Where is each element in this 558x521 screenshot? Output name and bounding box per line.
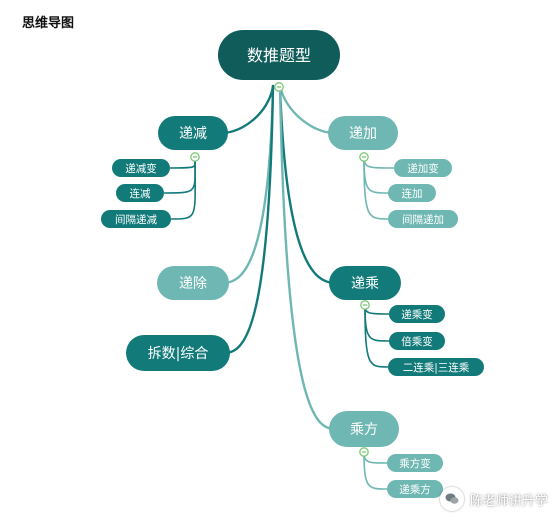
child-dijia-2-shape [388,210,458,228]
connector-dicheng-1 [364,304,390,342]
branch-chengfang: 乘方 [329,411,399,447]
collapse-toggle-dicheng[interactable] [360,300,370,310]
child-dicheng-2-shape [388,358,484,376]
branch-dichu-label: 递除 [179,276,207,292]
child-dijian-1: 连减 [116,184,164,202]
connector-chengfang-1 [363,451,388,490]
connector-chaishu [222,84,275,355]
child-dicheng-0-shape [389,305,445,323]
child-dijia-2-label: 间隔递加 [402,213,444,226]
watermark: 陈老师讲升学 [439,487,548,511]
child-dijia-0-label: 递加变 [407,162,439,175]
connector-dicheng-2 [364,304,389,368]
branch-dicheng-shape [329,266,401,300]
collapse-toggle-dijia[interactable] [359,152,369,162]
connector-dijian-2 [170,156,196,220]
child-chengfang-0: 乘方变 [387,454,443,472]
branch-chaishu-shape [126,335,230,371]
child-dijia-0-shape [394,159,452,177]
branch-dijian-label: 递减 [179,126,207,142]
branch-dijia: 递加 [328,116,398,150]
branch-chengfang-shape [329,411,399,447]
child-chengfang-0-label: 乘方变 [399,457,431,470]
root-node-label: 数推题型 [247,46,311,65]
child-chengfang-1: 递乘方 [387,480,443,498]
wechat-icon [439,487,464,511]
root-collapse-toggle[interactable] [274,82,284,92]
child-dicheng-2: 二连乘|三连乘 [388,358,484,376]
root-node-shape [218,30,340,80]
connector-dijia [278,84,336,135]
child-dicheng-1-shape [389,332,445,350]
connector-chengfang [278,84,337,431]
child-dijian-2-shape [101,210,171,228]
branch-dichu: 递除 [157,266,229,300]
child-dicheng-0: 递乘变 [389,305,445,323]
child-dijia-1-shape [388,184,436,202]
branch-chengfang-label: 乘方 [350,422,378,438]
child-chengfang-1-shape [387,480,443,498]
watermark-text: 陈老师讲升学 [469,493,548,509]
branch-dicheng-label: 递乘 [351,276,379,292]
child-dijian-2-label: 间隔递减 [115,213,157,226]
child-dijia-2: 间隔递加 [388,210,458,228]
branch-dijian: 递减 [158,116,228,150]
collapse-toggle-chengfang[interactable] [359,447,369,457]
child-dijian-1-label: 连减 [130,187,151,200]
child-dicheng-1-label: 倍乘变 [401,335,433,348]
child-dijian-0-label: 递减变 [125,162,157,175]
child-dicheng-1: 倍乘变 [389,332,445,350]
child-dijia-1: 连加 [388,184,436,202]
child-chengfang-0-shape [387,454,443,472]
branch-dichu-shape [157,266,229,300]
connector-dijian-1 [163,156,196,194]
connector-dijia-2 [363,156,389,220]
page-title: 思维导图 [22,16,75,31]
connector-dicheng [278,84,337,285]
child-dijian-0-shape [112,159,170,177]
connector-dijia-1 [363,156,389,194]
root-node: 数推题型 [218,30,340,80]
child-dijian-0: 递减变 [112,159,170,177]
branch-dijia-shape [328,116,398,150]
child-dicheng-2-label: 二连乘|三连乘 [403,361,470,374]
branch-dijia-label: 递加 [349,126,377,142]
child-dijian-1-shape [116,184,164,202]
branch-chaishu-label: 拆数|综合 [148,346,209,362]
child-dicheng-0-label: 递乘变 [401,308,433,321]
branch-dijian-shape [158,116,228,150]
collapse-toggle-dijian[interactable] [190,152,200,162]
branch-chaishu: 拆数|综合 [126,335,230,371]
branch-dicheng: 递乘 [329,266,401,300]
child-chengfang-1-label: 递乘方 [399,483,431,496]
child-dijia-0: 递加变 [394,159,452,177]
child-dijia-1-label: 连加 [402,187,423,200]
connector-dijian [220,84,275,135]
child-dijian-2: 间隔递减 [101,210,171,228]
